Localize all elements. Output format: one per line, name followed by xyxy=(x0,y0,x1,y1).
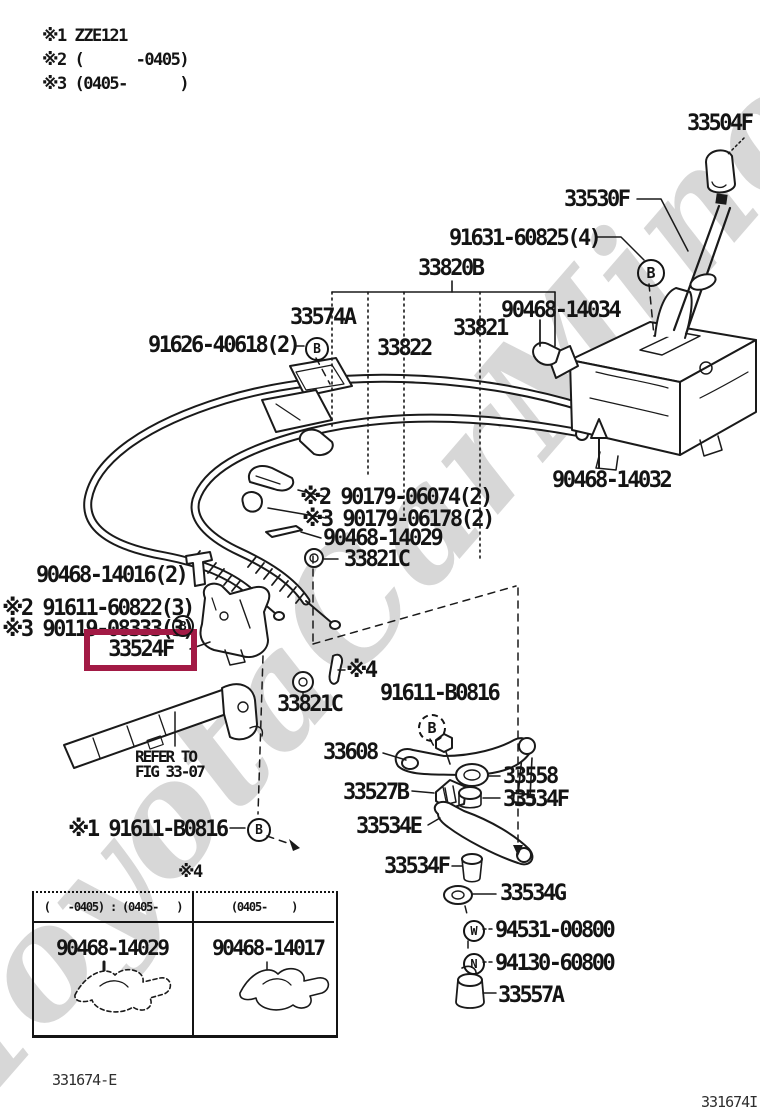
retainer-bracket-drawing xyxy=(199,582,271,666)
shift-knob-drawing xyxy=(705,149,736,194)
part-label-90179-06074: ※2 90179-06074(2) xyxy=(300,485,493,510)
marker-b-2: B xyxy=(637,259,665,287)
part-label-90468-14034: 90468-14034 xyxy=(501,298,622,323)
ring-and-clip-drawings xyxy=(292,653,346,698)
part-label-91611-b0816-bottom: ※1 91611-B0816 xyxy=(68,817,229,842)
table-clip-right-drawing xyxy=(239,961,330,1011)
part-label-90468-14016: 90468-14016(2) xyxy=(36,563,189,588)
highlighted-part-box: 33524F xyxy=(84,629,197,671)
part-label-33608: 33608 xyxy=(323,740,379,765)
marker-n: N xyxy=(463,953,485,975)
marker-b-4: B xyxy=(418,714,446,742)
dashed-arrowhead-1 xyxy=(289,839,300,851)
part-label-91626-40618: 91626-40618(2) xyxy=(148,333,301,358)
control-shaft-drawing xyxy=(63,683,264,769)
shift-lever-drawing xyxy=(672,193,732,336)
table-cell-90468-14029: 90468-14029 xyxy=(56,936,170,960)
marker-b-1: B xyxy=(305,337,329,361)
marker-b-5: B xyxy=(247,818,271,842)
legend-line-1: ※1 ZZE121 xyxy=(42,26,128,46)
dashed-arrowhead-2 xyxy=(513,845,523,856)
table-cell-90468-14017: 90468-14017 xyxy=(212,936,326,960)
part-label-33557a: 33557A xyxy=(498,983,565,1008)
callout-bracket-lines xyxy=(331,280,556,561)
part-label-94130-60800: 94130-60800 xyxy=(495,951,616,976)
table-header-left: ( -0405) : (0405- ) xyxy=(34,893,192,923)
part-label-91631-60825: 91631-60825(4) xyxy=(449,226,602,251)
table-clip-left-drawing xyxy=(74,960,172,1013)
table-header-right: (0405- ) xyxy=(194,893,334,923)
shifter-housing-drawing xyxy=(547,287,757,471)
legend-line-2: ※2 ( -0405) xyxy=(42,50,190,70)
refer-note-line-1: REFER TO xyxy=(135,747,198,766)
part-label-33574a: 33574A xyxy=(290,305,357,330)
dashed-construction-lines xyxy=(257,283,655,952)
figure-code-left: 331674-E xyxy=(52,1071,117,1089)
control-shift-lever-drawing xyxy=(394,733,536,805)
part-label-90179-06178: ※3 90179-06178(2) xyxy=(302,507,495,532)
part-label-33822: 33822 xyxy=(377,336,433,361)
applicability-table: ( -0405) : (0405- ) (0405- ) xyxy=(32,891,338,1038)
refer-note-line-2: FIG 33-07 xyxy=(135,762,206,781)
clamp-arrow xyxy=(590,418,608,469)
part-label-91611-60822: ※2 91611-60822(3) xyxy=(2,596,195,621)
marker-b-3: B xyxy=(172,615,194,637)
table-divider xyxy=(192,893,194,1035)
leader-lines xyxy=(189,137,745,994)
part-label-33534g: 33534G xyxy=(500,881,567,906)
part-label-33534f-2: 33534F xyxy=(384,854,451,879)
small-clip-drawings xyxy=(185,319,561,587)
part-label-33820b: 33820B xyxy=(418,256,485,281)
marker-w: W xyxy=(463,920,485,942)
part-label-90468-14029: 90468-14029 xyxy=(323,526,444,551)
part-label-90468-14032: 90468-14032 xyxy=(552,468,673,493)
part-label-33821c-2: 33821C xyxy=(277,692,344,717)
legend-line-3: ※3 (0405- ) xyxy=(42,74,190,94)
part-label-33524f: 33524F xyxy=(108,637,175,663)
note-label-4: ※4 xyxy=(346,658,378,683)
part-label-94531-00800: 94531-00800 xyxy=(495,918,616,943)
part-label-91611-b0816-top: 91611-B0816 xyxy=(380,681,501,706)
cable-cover-plates-drawing xyxy=(261,357,353,456)
part-label-33558: 33558 xyxy=(503,764,559,789)
part-label-33530f: 33530F xyxy=(564,187,631,212)
table-note-label: ※4 xyxy=(178,862,203,882)
part-label-33534e: 33534E xyxy=(356,814,423,839)
part-label-33534f-1: 33534F xyxy=(503,787,570,812)
part-label-33527b: 33527B xyxy=(343,780,410,805)
part-label-33504f: 33504F xyxy=(687,111,754,136)
part-label-33821: 33821 xyxy=(453,316,509,341)
figure-code-right: 331674I xyxy=(701,1093,758,1111)
part-label-33821c-1: 33821C xyxy=(344,547,411,572)
small-parts-drawings xyxy=(433,763,534,1009)
